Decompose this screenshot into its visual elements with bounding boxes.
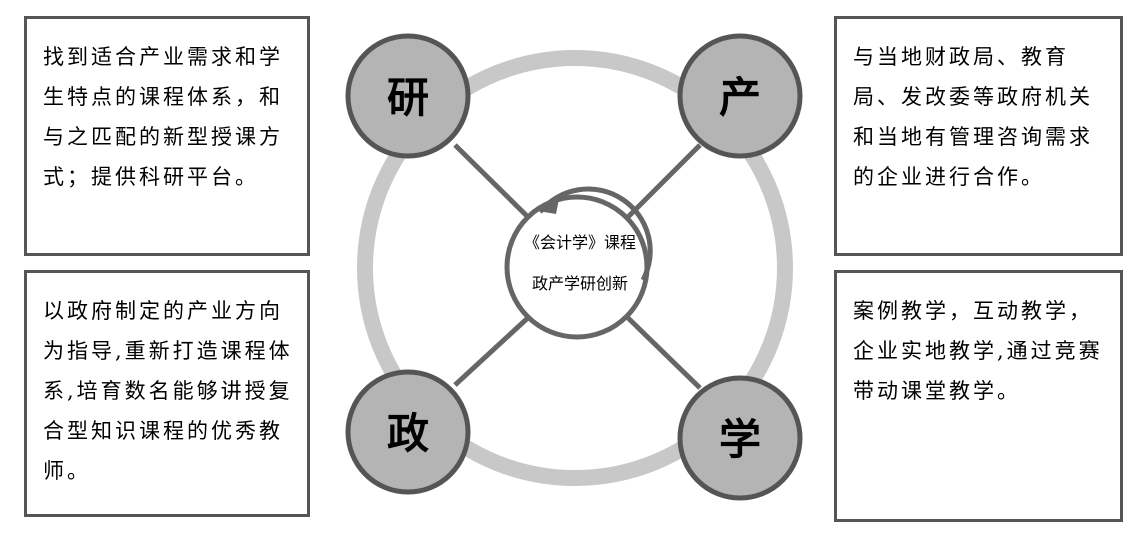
academy-description-box: 案例教学，互动教学，企业实地教学,通过竞赛带动课堂教学。 xyxy=(834,270,1123,522)
connector-research xyxy=(453,143,533,222)
government-description-box: 以政府制定的产业方向为指导,重新打造课程体系,培育数名能够讲授复合型知识课程的优… xyxy=(24,270,310,517)
node-government-label: 政 xyxy=(387,409,429,458)
connector-academy xyxy=(622,312,702,390)
node-academy: 学 xyxy=(677,375,803,501)
center-circle xyxy=(504,194,650,340)
outer-ring xyxy=(357,50,793,486)
industry-description-box: 与当地财政局、教育局、发改委等政府机关和当地有管理咨询需求的企业进行合作。 xyxy=(834,16,1123,256)
research-description-box: 找到适合产业需求和学生特点的课程体系，和与之匹配的新型授课方式；提供科研平台。 xyxy=(24,16,310,256)
node-industry-label: 产 xyxy=(719,73,761,122)
node-research: 研 xyxy=(345,33,471,159)
node-academy-label: 学 xyxy=(719,415,761,464)
node-research-label: 研 xyxy=(387,73,429,122)
node-industry: 产 xyxy=(677,33,803,159)
cycle-arrowhead-icon xyxy=(532,194,560,214)
node-government: 政 xyxy=(345,369,471,495)
center-title-line1: 《会计学》课程 xyxy=(524,233,636,252)
cycle-arrow-icon xyxy=(538,186,653,282)
research-description: 找到适合产业需求和学生特点的课程体系，和与之匹配的新型授课方式；提供科研平台。 xyxy=(43,45,283,189)
academy-description: 案例教学，互动教学，企业实地教学,通过竞赛带动课堂教学。 xyxy=(853,299,1103,403)
industry-description: 与当地财政局、教育局、发改委等政府机关和当地有管理咨询需求的企业进行合作。 xyxy=(853,45,1093,189)
center-title-line2: 政产学研创新 xyxy=(532,274,628,293)
connector-government xyxy=(453,313,533,387)
government-description: 以政府制定的产业方向为指导,重新打造课程体系,培育数名能够讲授复合型知识课程的优… xyxy=(43,299,293,483)
